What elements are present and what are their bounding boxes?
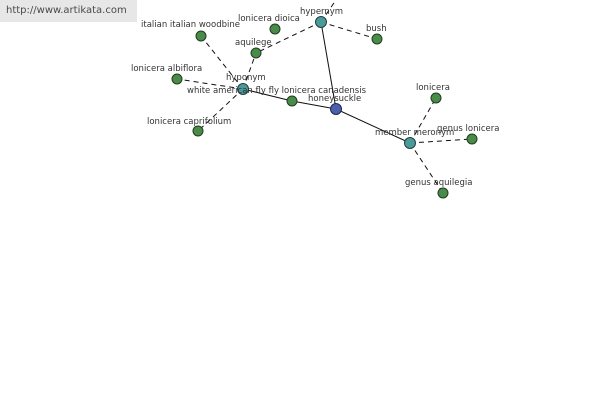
label-honeysuckle: honeysuckle: [308, 94, 361, 104]
label-italian-woodbine: italian italian woodbine: [141, 20, 240, 30]
edge-hypernym-aquilege: [255, 21, 322, 54]
label-lonicera-albiflora: lonicera albiflora: [131, 64, 202, 74]
node-honeysuckle[interactable]: [330, 103, 342, 115]
node-lonicera[interactable]: [430, 92, 442, 104]
edge-member-meronym-genus-aquilegia: [409, 142, 444, 194]
label-hypernym: hypernym: [300, 7, 343, 17]
edge-white-american-fly-hyponym: [242, 88, 293, 102]
nodes-layer: [171, 16, 478, 199]
edge-hypernym-bush: [320, 21, 378, 40]
label-white-american-fly: white american fly fly lonicera canadens…: [187, 86, 367, 96]
node-member-meronym[interactable]: [404, 137, 416, 149]
label-genus-lonicera: genus lonicera: [437, 124, 499, 134]
node-genus-lonicera[interactable]: [466, 133, 478, 145]
node-hypernym[interactable]: [315, 16, 327, 28]
node-italian-woodbine[interactable]: [195, 30, 207, 42]
edge-honeysuckle-hypernym: [320, 21, 337, 110]
label-genus-aquilegia: genus aquilegia: [405, 178, 472, 188]
label-member-meronym: member meronym: [375, 128, 454, 138]
labels-layer: honeysuckle hypernym hyponym member meronym…: [131, 7, 499, 188]
node-lonicera-caprifolium[interactable]: [192, 125, 204, 137]
edge-hyponym-lonicera-albiflora: [176, 78, 244, 90]
edge-honeysuckle-white-american-fly: [291, 100, 337, 110]
edges-layer: [176, 0, 473, 194]
edge-hyponym-aquilege: [242, 52, 257, 90]
edge-member-meronym-genus-lonicera: [409, 138, 473, 144]
node-aquilege[interactable]: [250, 47, 262, 59]
edge-honeysuckle-member-meronym: [335, 108, 411, 144]
edge-hyponym-italian-woodbine: [200, 35, 244, 90]
node-lonicera-dioica[interactable]: [269, 23, 281, 35]
node-genus-aquilegia[interactable]: [437, 187, 449, 199]
node-bush[interactable]: [371, 33, 383, 45]
label-lonicera-caprifolium: lonicera caprifolium: [147, 117, 231, 127]
label-lonicera-dioica: lonicera dioica: [238, 14, 300, 24]
label-lonicera: lonicera: [416, 83, 450, 93]
label-aquilege: aquilege: [235, 38, 272, 48]
node-white-american-fly[interactable]: [286, 95, 298, 107]
watermark-url: http://www.artikata.com: [0, 0, 137, 22]
node-hyponym[interactable]: [237, 83, 249, 95]
label-hyponym: hyponym: [226, 73, 266, 83]
label-bush: bush: [366, 24, 387, 34]
node-lonicera-albiflora[interactable]: [171, 73, 183, 85]
edge-hyponym-lonicera-caprifolium: [197, 88, 244, 132]
